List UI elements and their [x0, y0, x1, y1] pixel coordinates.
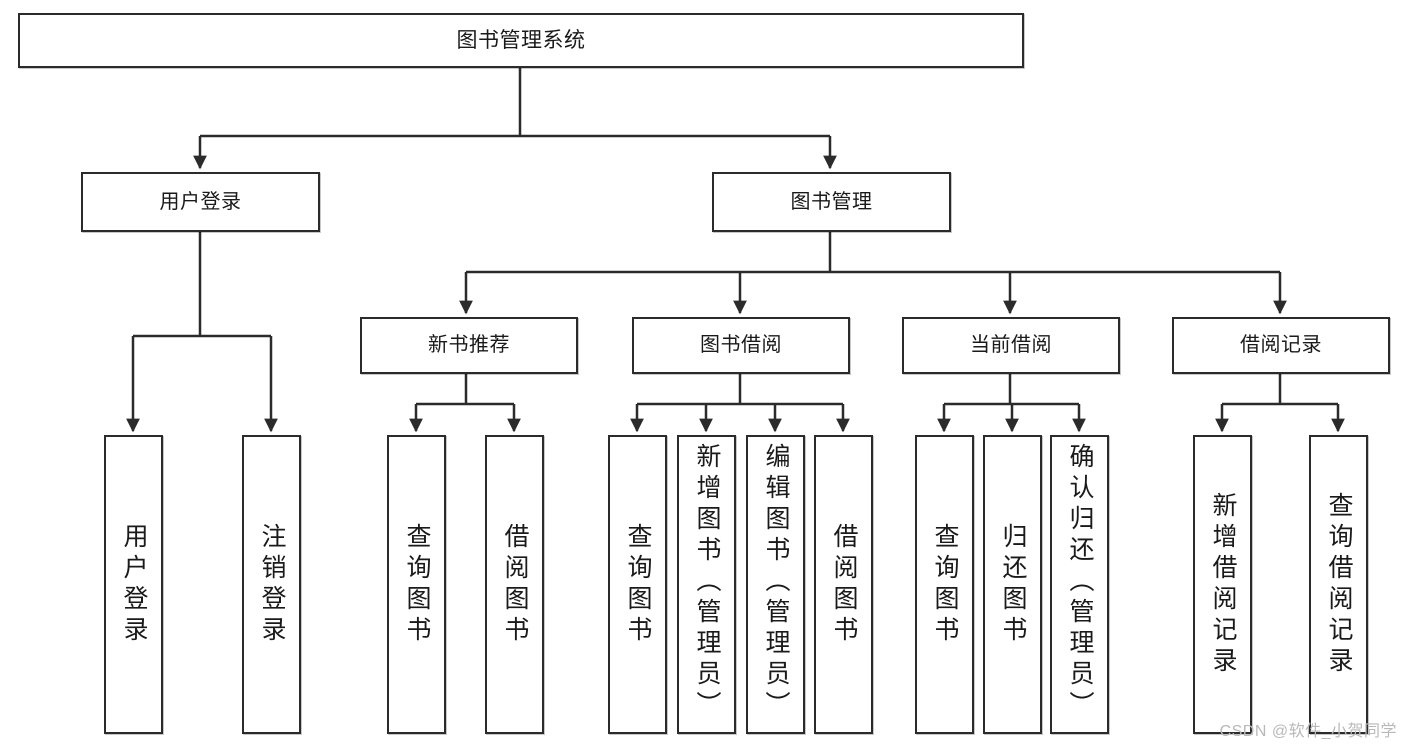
- node-book-borrow-label: 图书借阅: [700, 334, 782, 357]
- node-root-label: 图书管理系统: [456, 28, 586, 52]
- leaf-return-book[interactable]: 归还图书: [983, 435, 1042, 734]
- leaf-borrow-book-recommend[interactable]: 借阅图书: [485, 435, 544, 734]
- leaf-user-logout[interactable]: 注销登录: [242, 435, 301, 734]
- leaf-confirm-return-admin-label: 确认归还（管理员）: [1066, 443, 1094, 722]
- leaf-edit-book-admin-label: 编辑图书（管理员）: [762, 443, 790, 722]
- node-current-borrow-label: 当前借阅: [970, 334, 1052, 357]
- node-root[interactable]: 图书管理系统: [18, 13, 1024, 68]
- leaf-add-book-admin-label: 新增图书（管理员）: [693, 443, 721, 722]
- leaf-return-book-label: 归还图书: [999, 522, 1027, 647]
- leaf-query-borrow-record-label: 查询借阅记录: [1325, 491, 1353, 678]
- node-user-login-label: 用户登录: [159, 190, 242, 213]
- leaf-user-login-label: 用户登录: [120, 522, 148, 647]
- leaf-edit-book-admin[interactable]: 编辑图书（管理员）: [746, 435, 805, 734]
- node-new-book-recommend[interactable]: 新书推荐: [360, 317, 578, 374]
- node-borrow-record-label: 借阅记录: [1240, 334, 1322, 357]
- leaf-add-borrow-record[interactable]: 新增借阅记录: [1193, 435, 1252, 734]
- leaf-user-logout-label: 注销登录: [258, 522, 286, 647]
- leaf-borrow-book-recommend-label: 借阅图书: [501, 522, 529, 647]
- leaf-query-book-borrow[interactable]: 查询图书: [608, 435, 667, 734]
- leaf-add-book-admin[interactable]: 新增图书（管理员）: [677, 435, 736, 734]
- node-new-book-recommend-label: 新书推荐: [428, 334, 510, 357]
- leaf-add-borrow-record-label: 新增借阅记录: [1209, 491, 1237, 678]
- node-user-login[interactable]: 用户登录: [81, 172, 320, 232]
- leaf-borrow-book[interactable]: 借阅图书: [814, 435, 873, 734]
- leaf-query-book-recommend-label: 查询图书: [403, 522, 431, 647]
- watermark: CSDN @软件_小贺同学: [1219, 723, 1397, 740]
- node-current-borrow[interactable]: 当前借阅: [902, 317, 1120, 374]
- node-book-management[interactable]: 图书管理: [712, 172, 951, 232]
- leaf-query-book-current[interactable]: 查询图书: [915, 435, 974, 734]
- leaf-user-login[interactable]: 用户登录: [104, 435, 163, 734]
- leaf-borrow-book-label: 借阅图书: [830, 522, 858, 647]
- node-book-borrow[interactable]: 图书借阅: [632, 317, 850, 374]
- node-book-management-label: 图书管理: [790, 190, 873, 213]
- node-borrow-record[interactable]: 借阅记录: [1172, 317, 1390, 374]
- leaf-query-book-borrow-label: 查询图书: [624, 522, 652, 647]
- leaf-query-book-recommend[interactable]: 查询图书: [387, 435, 446, 734]
- leaf-confirm-return-admin[interactable]: 确认归还（管理员）: [1050, 435, 1109, 734]
- leaf-query-borrow-record[interactable]: 查询借阅记录: [1309, 435, 1368, 734]
- leaf-query-book-current-label: 查询图书: [931, 522, 959, 647]
